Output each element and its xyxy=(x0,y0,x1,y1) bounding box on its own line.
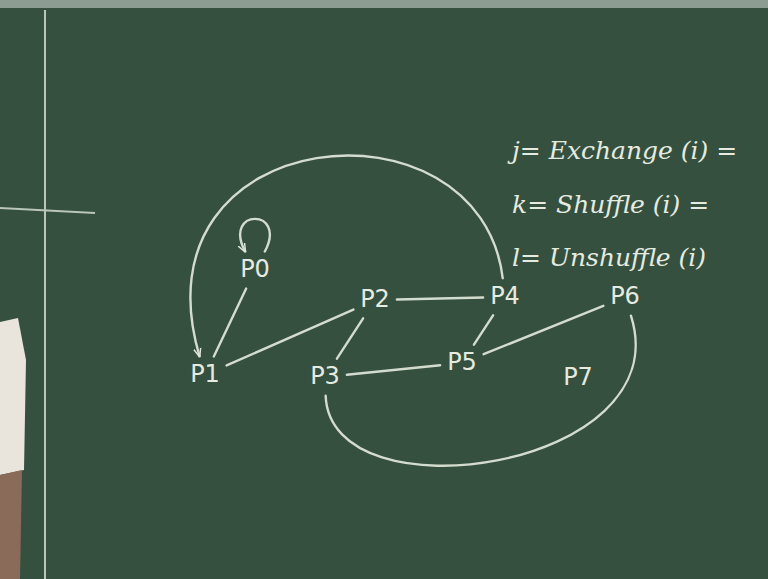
processor-name: P7 xyxy=(563,364,593,392)
processor-name: P5 xyxy=(447,349,477,377)
chalk-note: j= Exchange (i) = xyxy=(512,136,737,166)
link-line xyxy=(347,365,440,375)
processor-label: P1 xyxy=(186,359,224,391)
link-line xyxy=(227,310,354,366)
link-line xyxy=(474,315,493,344)
processor-label: P7 xyxy=(559,362,597,394)
link-line xyxy=(326,316,636,466)
link-line xyxy=(484,306,604,354)
chalk-note: k= Shuffle (i) = xyxy=(512,190,709,220)
processor-name: P2 xyxy=(360,286,390,314)
board-edge-line xyxy=(44,10,46,579)
link-line xyxy=(337,318,363,358)
processor-name: P3 xyxy=(310,363,340,391)
processor-label: P4 xyxy=(486,281,524,313)
processor-name: P0 xyxy=(240,256,270,284)
chalk-note: l= Unshuffle (i) xyxy=(512,243,706,273)
processor-label: P0 xyxy=(236,254,274,286)
processor-name: P4 xyxy=(490,283,520,311)
link-line xyxy=(397,298,483,300)
processor-label: P5 xyxy=(443,347,481,379)
processor-name: P1 xyxy=(190,361,220,389)
processor-label: P6 xyxy=(606,281,644,313)
link-line xyxy=(240,219,270,252)
link-line xyxy=(214,289,246,357)
processor-label: P2 xyxy=(356,284,394,316)
processor-label: P3 xyxy=(306,361,344,393)
processor-name: P6 xyxy=(610,283,640,311)
lecturer-shirt xyxy=(0,318,26,475)
board-edge-line xyxy=(0,208,95,213)
board-frame xyxy=(0,0,768,8)
lecturer-arm xyxy=(0,470,22,579)
link-line xyxy=(190,155,502,356)
